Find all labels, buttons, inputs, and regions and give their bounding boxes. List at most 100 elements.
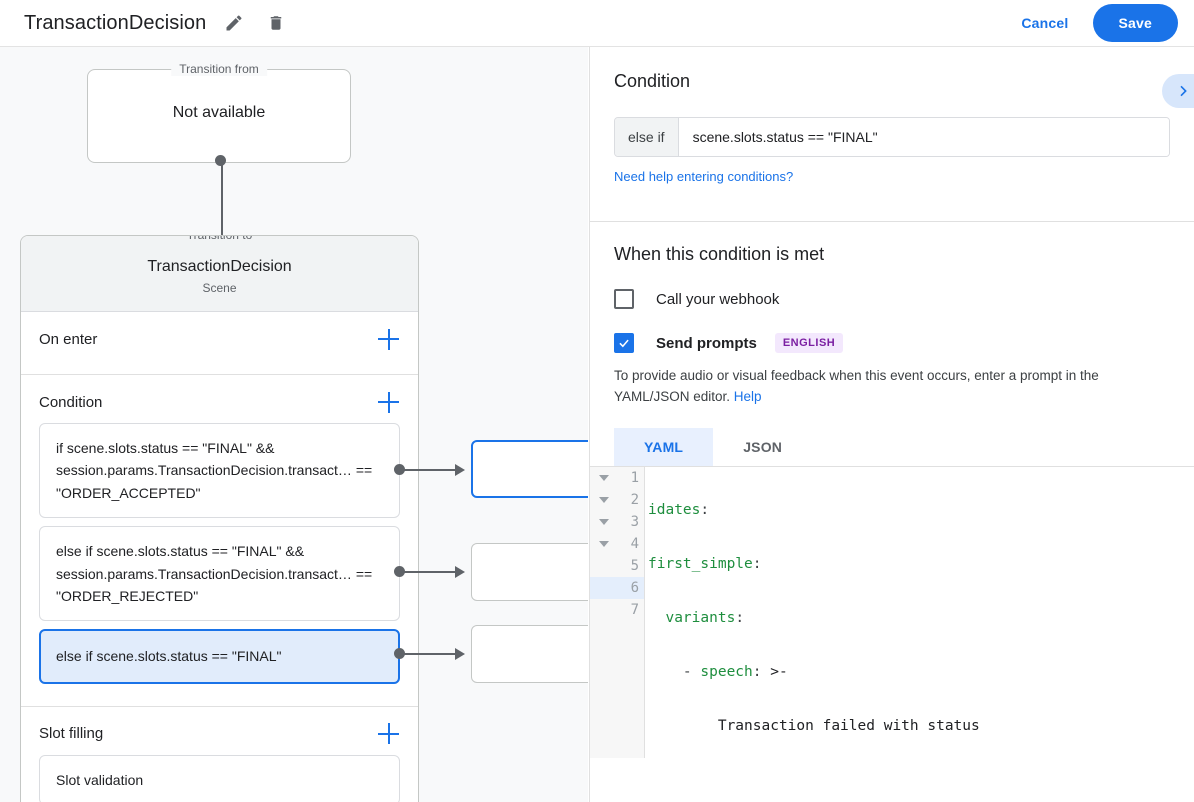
- transition-from-card[interactable]: Transition from Not available: [87, 62, 351, 163]
- add-slot-filling-button[interactable]: [378, 723, 400, 745]
- page-title: TransactionDecision: [24, 11, 207, 34]
- line-number: 7: [630, 601, 639, 618]
- gutter-line: 4: [590, 533, 644, 555]
- tab-json[interactable]: JSON: [743, 438, 783, 455]
- editor-gutter: 1 2 3 4 5 6 7: [590, 466, 645, 758]
- condition-input[interactable]: [678, 118, 1169, 156]
- code-indent: [648, 718, 718, 734]
- gutter-line: 5: [590, 555, 644, 577]
- section-slot-filling: Slot filling Slot validation: [21, 707, 418, 802]
- scene-type: Scene: [202, 281, 237, 295]
- pencil-icon[interactable]: [220, 9, 248, 37]
- code-indent: [648, 610, 665, 626]
- send-prompts-label: Send prompts: [656, 334, 757, 352]
- code-rest: Transaction failed with status: [717, 717, 980, 734]
- when-condition-met-section: When this condition is met Call your web…: [590, 222, 1194, 466]
- code-line: variants:: [645, 607, 1194, 629]
- gutter-line: 7: [590, 599, 644, 621]
- fold-toggle-icon[interactable]: [597, 511, 611, 533]
- transition-arrow-line: [221, 161, 223, 261]
- connector-line: [404, 653, 461, 655]
- gutter-line: 6: [590, 576, 644, 599]
- transition-from-legend: Transition from: [171, 62, 267, 76]
- code-colon: :: [700, 501, 710, 518]
- line-number: 2: [630, 491, 639, 508]
- topbar-actions: Cancel Save: [1007, 4, 1178, 42]
- condition-list-item-selected[interactable]: else if scene.slots.status == "FINAL": [39, 629, 400, 684]
- cancel-button[interactable]: Cancel: [1007, 5, 1082, 41]
- prompts-description-text: To provide audio or visual feedback when…: [614, 368, 1099, 404]
- editor-format-tabs: YAML JSON: [614, 427, 1170, 466]
- transition-arrow-dot: [215, 155, 226, 166]
- connector-arrow: [455, 648, 465, 660]
- gutter-line: 1: [590, 467, 644, 489]
- condition-list-item[interactable]: if scene.slots.status == "FINAL" && sess…: [39, 423, 400, 519]
- panel-heading: Condition: [614, 71, 691, 91]
- check-icon: [619, 339, 629, 348]
- line-number: 4: [630, 535, 639, 552]
- add-condition-button[interactable]: [378, 391, 400, 413]
- scene-name: TransactionDecision: [147, 258, 292, 275]
- transition-target-box[interactable]: [471, 543, 588, 601]
- top-app-bar: TransactionDecision Cancel Save: [0, 0, 1194, 47]
- send-prompts-row[interactable]: Send prompts ENGLISH: [614, 333, 1170, 353]
- line-number: 3: [630, 513, 639, 530]
- code-editor[interactable]: 1 2 3 4 5 6 7 idates: first_simple: vari…: [590, 465, 1194, 758]
- condition-section: Condition else if Need help entering con…: [590, 47, 1194, 222]
- connector-dot: [394, 464, 405, 475]
- code-key: variants: [665, 609, 736, 626]
- transition-target-box-selected[interactable]: [471, 440, 588, 498]
- code-key: speech: [700, 663, 753, 680]
- line-number: 1: [630, 469, 639, 486]
- fold-toggle-icon[interactable]: [597, 533, 611, 555]
- code-line: Transaction failed with status: [645, 715, 1194, 737]
- section-on-enter-title: On enter: [39, 330, 98, 348]
- code-indent: -: [648, 663, 701, 680]
- scene-card: Transition to TransactionDecision Scene …: [20, 235, 419, 802]
- webhook-row[interactable]: Call your webhook: [614, 289, 1170, 309]
- section-condition: Condition if scene.slots.status == "FINA…: [21, 375, 418, 707]
- pencil-icon-glyph: [226, 15, 242, 31]
- section-on-enter-header: On enter: [21, 312, 418, 360]
- code-line: idates:: [645, 499, 1194, 521]
- gutter-line: 3: [590, 511, 644, 533]
- call-webhook-label: Call your webhook: [656, 290, 780, 308]
- code-rest: >-: [761, 663, 788, 680]
- save-button[interactable]: Save: [1092, 4, 1178, 42]
- transition-from-value: Not available: [172, 104, 266, 121]
- flow-canvas-content: Transition from Not available Transition…: [0, 47, 588, 802]
- connector-line: [404, 571, 461, 573]
- prompts-help-link[interactable]: Help: [733, 388, 762, 404]
- condition-field[interactable]: else if: [614, 117, 1170, 157]
- tab-yaml[interactable]: YAML: [614, 427, 714, 466]
- details-panel: Condition else if Need help entering con…: [589, 47, 1194, 802]
- flow-canvas[interactable]: Transition from Not available Transition…: [0, 47, 588, 802]
- connector-line: [404, 469, 461, 471]
- add-on-enter-button[interactable]: [378, 328, 400, 350]
- language-badge: ENGLISH: [774, 333, 844, 353]
- condition-list-item[interactable]: else if scene.slots.status == "FINAL" &&…: [39, 526, 400, 622]
- when-met-heading: When this condition is met: [614, 244, 825, 264]
- editor-code-area[interactable]: idates: first_simple: variants: - speech…: [645, 467, 1194, 758]
- section-slot-filling-header: Slot filling: [21, 707, 418, 755]
- trash-icon-glyph: [271, 16, 282, 30]
- connector-arrow: [455, 464, 465, 476]
- chevron-right-icon-glyph: [1180, 85, 1187, 97]
- scene-card-header[interactable]: Transition to TransactionDecision Scene: [21, 235, 418, 312]
- line-number: 6: [630, 579, 639, 596]
- trash-icon[interactable]: [262, 9, 290, 37]
- transition-target-box[interactable]: [471, 625, 588, 683]
- section-on-enter: On enter: [21, 312, 418, 375]
- slot-validation-item[interactable]: Slot validation: [39, 754, 400, 802]
- section-slot-filling-title: Slot filling: [39, 725, 104, 743]
- chevron-right-icon[interactable]: [1162, 74, 1194, 108]
- send-prompts-checkbox[interactable]: [614, 333, 634, 353]
- call-webhook-checkbox[interactable]: [614, 289, 634, 309]
- fold-toggle-icon[interactable]: [597, 489, 611, 511]
- fold-toggle-icon[interactable]: [597, 467, 611, 489]
- condition-help-link[interactable]: Need help entering conditions?: [614, 169, 794, 184]
- connector-arrow: [455, 566, 465, 578]
- gutter-line: 2: [590, 489, 644, 511]
- prompts-description: To provide audio or visual feedback when…: [614, 366, 1170, 408]
- code-colon: :: [735, 609, 745, 626]
